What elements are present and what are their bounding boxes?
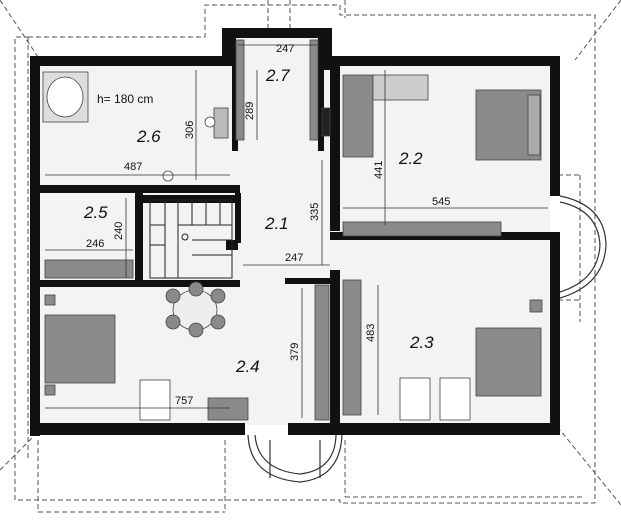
staircase: [149, 199, 233, 279]
dimension-label: 441: [373, 161, 385, 179]
exterior-walls: [30, 28, 560, 436]
dimension-label: 240: [113, 222, 125, 240]
dimension-label: 306: [184, 121, 196, 139]
dimension-label: 757: [175, 395, 193, 407]
dimension-label: 335: [309, 203, 321, 221]
room-label-2.3: 2.3: [409, 333, 434, 352]
dimension-label: 487: [124, 161, 142, 173]
room-label-2.5: 2.5: [83, 203, 108, 222]
dimension-label: 379: [289, 343, 301, 361]
bay-window-bottom: [247, 434, 343, 483]
bay-window-right: [559, 195, 607, 299]
floor-area: [40, 35, 550, 425]
room-label-2.7: 2.7: [265, 66, 290, 85]
dimension-label: 246: [86, 238, 104, 250]
dimension-lines: [45, 44, 548, 418]
dimension-label: 247: [285, 252, 303, 264]
dimension-label: 289: [244, 102, 256, 120]
room-label-2.2: 2.2: [398, 149, 423, 168]
dimension-label: 247: [276, 43, 294, 55]
room-label-2.4: 2.4: [235, 357, 260, 376]
dimension-label: 483: [365, 324, 377, 342]
furniture: [42, 39, 543, 421]
room-label-2.1: 2.1: [264, 214, 289, 233]
dimension-label: 545: [432, 196, 450, 208]
bath-height-note: h= 180 cm: [97, 92, 153, 106]
room-label-2.6: 2.6: [136, 127, 161, 146]
